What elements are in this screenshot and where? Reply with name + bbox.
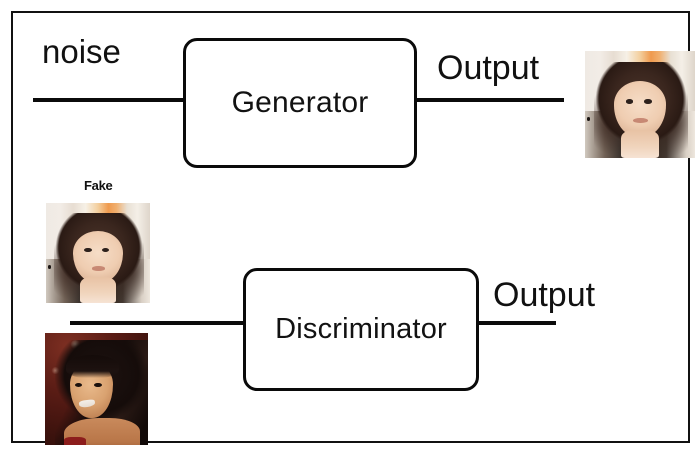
diagram-frame: noise Generator Output Fake — [11, 11, 695, 445]
generator-box[interactable]: Generator — [183, 38, 417, 168]
generator-output-label: Output — [437, 49, 540, 87]
discriminator-input-wire — [70, 321, 245, 325]
noise-input-wire — [33, 98, 185, 102]
discriminator-output-label: Output — [493, 276, 596, 314]
fake-input-image — [46, 203, 150, 303]
discriminator-box-label: Discriminator — [275, 313, 447, 345]
noise-input-label: noise — [42, 33, 121, 70]
generator-output-image — [585, 51, 695, 158]
discriminator-output-wire — [476, 321, 556, 325]
discriminator-box[interactable]: Discriminator — [243, 268, 479, 391]
generator-output-wire — [414, 98, 564, 102]
generator-box-label: Generator — [231, 86, 369, 119]
fake-image-label: Fake — [84, 178, 113, 193]
real-input-image — [45, 333, 148, 445]
